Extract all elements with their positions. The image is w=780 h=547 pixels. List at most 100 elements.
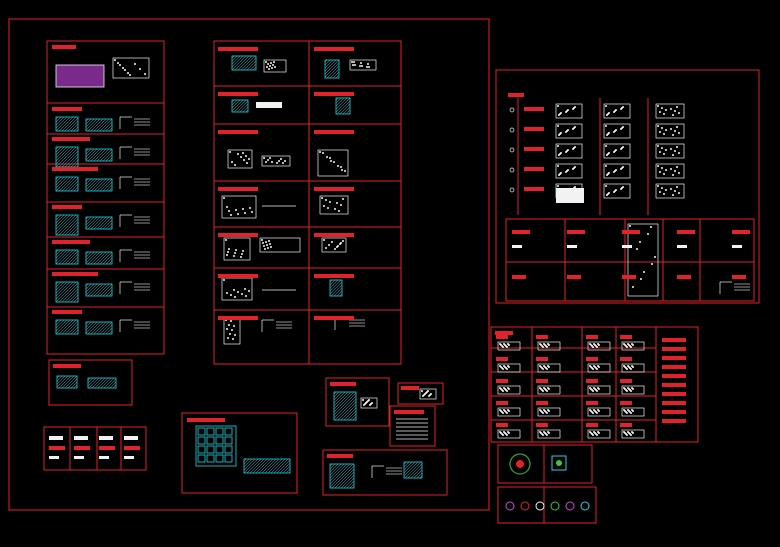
detail-heading-left: [218, 233, 258, 237]
details-grid-tag: [620, 423, 632, 427]
fountain-plan-frame: [181, 412, 298, 494]
details-grid-tag: [496, 379, 508, 383]
cyan-detail-2: [55, 176, 79, 192]
details-grid-sample: [497, 407, 521, 417]
cyan-detail-b-3: [85, 216, 113, 230]
plant-symbol: [550, 501, 560, 511]
details-grid-sample: [621, 363, 645, 373]
plan-white-2: [349, 59, 377, 71]
paving-sample-b: [603, 123, 631, 139]
annotation-leader: [119, 176, 150, 189]
details-grid-tag: [496, 401, 508, 405]
bench-tag-2: [401, 386, 419, 390]
cyan-detail-b-5: [85, 283, 113, 297]
annotation-leader: [119, 249, 150, 262]
section-purple-block: [55, 64, 105, 88]
legend-tag: [99, 446, 115, 450]
details-notes-tag: [662, 419, 686, 423]
planter-cyan-2: [403, 461, 423, 479]
paving-sample-c: [655, 183, 685, 199]
library2-tag: [622, 230, 640, 234]
paving-code-tag: [524, 107, 544, 111]
paving-white-6: [223, 237, 251, 261]
annotation-leader-p: [371, 465, 402, 478]
details-grid-tag: [586, 401, 598, 405]
details-grid-sample: [587, 429, 611, 439]
details-grid-tag: [586, 423, 598, 427]
details-grid-tag: [620, 335, 632, 339]
notes-frame: [389, 405, 436, 447]
detail-title-tag: [52, 272, 98, 276]
cyan-detail-0: [55, 116, 79, 132]
section-plan: [112, 57, 150, 79]
planter-frame: [322, 449, 448, 496]
details-notes-tag: [662, 347, 686, 351]
paving-sample-solid: [556, 188, 584, 203]
planter-tag: [327, 454, 353, 458]
detail-title-tag: [52, 107, 82, 111]
paving-sample-b: [603, 143, 631, 159]
details-grid-title-tag: [495, 331, 513, 335]
detail-heading-left: [218, 47, 258, 51]
library2-swatch: [512, 245, 522, 248]
legend-tag: [124, 446, 140, 450]
cyan-detail-3: [55, 214, 79, 236]
details-grid-tag: [496, 357, 508, 361]
legend-swatch-b: [49, 456, 59, 459]
details-grid-tag: [586, 379, 598, 383]
detail-heading-right: [314, 187, 354, 191]
detail-title-tag: [52, 240, 90, 244]
cyan-detail-b-1: [85, 148, 113, 162]
details-grid-tag: [496, 423, 508, 427]
fountain-section: [243, 458, 291, 474]
details-grid-sample: [537, 407, 561, 417]
details-grid-tag: [586, 357, 598, 361]
details-notes-tag: [662, 410, 686, 414]
paving-white-4: [221, 195, 257, 219]
legend-swatch: [49, 436, 63, 440]
bench-white-2: [419, 388, 437, 400]
detail-title-tag: [52, 167, 98, 171]
annotation-leader: [119, 214, 150, 227]
details-grid-tag: [536, 379, 548, 383]
paving-bullet: [509, 107, 515, 113]
library2-tag: [512, 230, 530, 234]
library2-leader: [719, 281, 750, 294]
details-grid-tag: [536, 401, 548, 405]
library2-tag: [732, 230, 750, 234]
details-grid-tag: [536, 335, 548, 339]
legend-swatch-b: [74, 456, 84, 459]
details-grid-sample: [587, 363, 611, 373]
notes-tag: [394, 410, 424, 414]
fountain-plan: [195, 425, 237, 467]
details-grid-sample: [621, 341, 645, 351]
details-grid-sample: [621, 407, 645, 417]
library2-swatch: [622, 245, 632, 248]
paving-sample-b: [603, 163, 631, 179]
small-cyan-1: [56, 375, 78, 389]
annotation-leader-c1: [261, 319, 292, 332]
cyan-detail-4: [55, 249, 79, 265]
details-grid-sample: [497, 341, 521, 351]
paving-sample-c: [655, 163, 685, 179]
details-notes-tag: [662, 401, 686, 405]
details-notes-tag: [662, 356, 686, 360]
bench-cyan: [333, 391, 357, 421]
details-notes-tag: [662, 338, 686, 342]
paving-white-2: [261, 155, 291, 167]
annotation-leader: [119, 281, 150, 294]
annotation-leader: [119, 146, 150, 159]
details-grid-tag: [536, 423, 548, 427]
cyan-detail-b-6: [85, 321, 113, 335]
paving-bullet: [509, 187, 515, 193]
bench-white: [360, 397, 378, 409]
bench-frame-2: [397, 382, 444, 405]
library2-swatch: [567, 245, 577, 248]
plant-symbol: [535, 501, 545, 511]
details-grid-frame: [490, 326, 699, 443]
details-grid-sample: [621, 429, 645, 439]
legend-frame: [43, 426, 147, 471]
details-grid-tag: [496, 335, 508, 339]
library2-swatch: [732, 245, 742, 248]
